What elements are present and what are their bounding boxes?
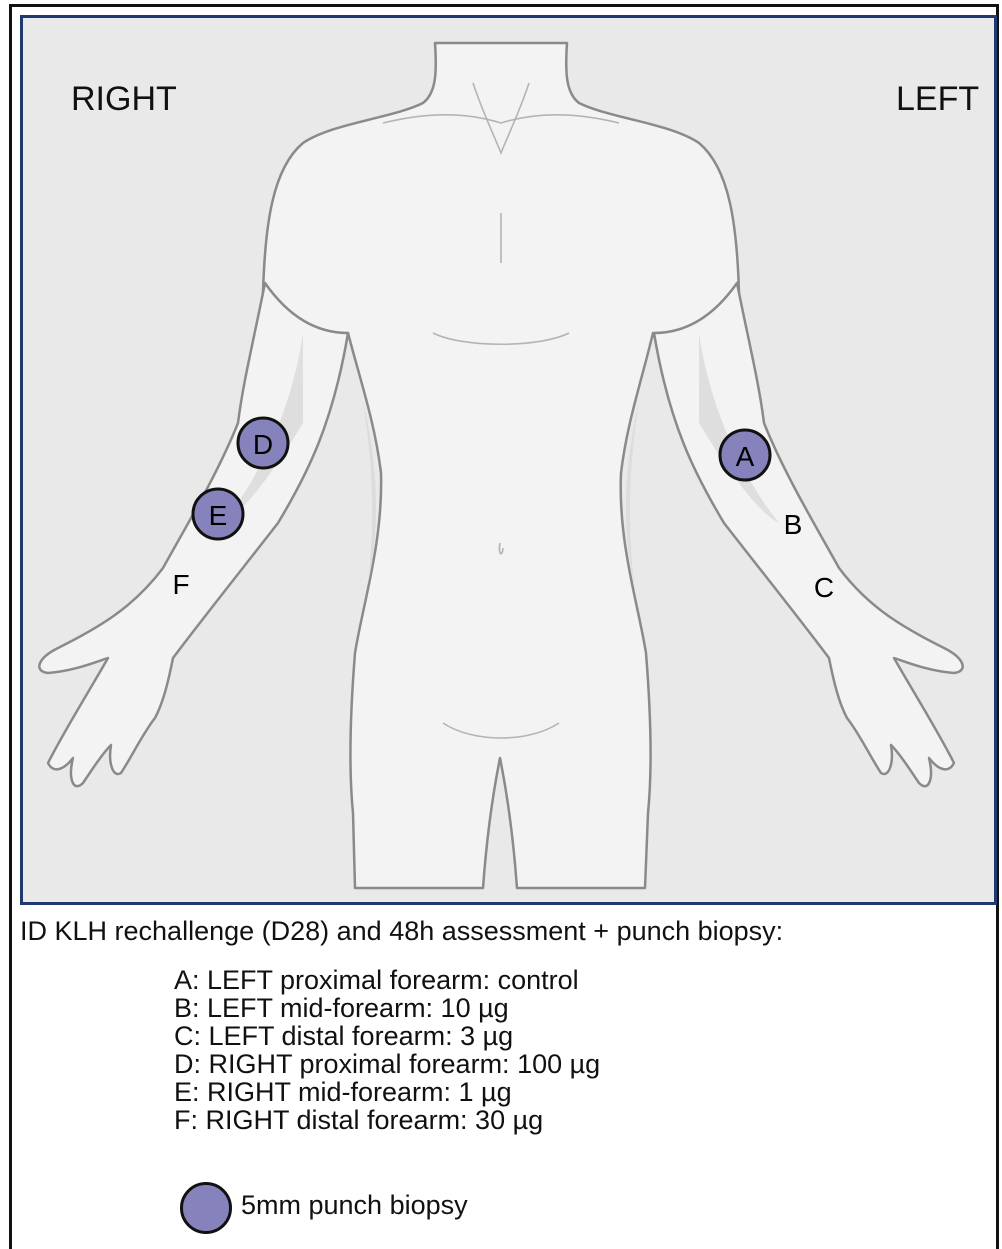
legend-item-f: F: RIGHT distal forearm: 30 µg bbox=[174, 1106, 600, 1134]
site-legend: A: LEFT proximal forearm: control B: LEF… bbox=[174, 966, 600, 1134]
legend-item-d: D: RIGHT proximal forearm: 100 µg bbox=[174, 1050, 600, 1078]
site-C-marker: C bbox=[814, 572, 834, 603]
legend-item-a: A: LEFT proximal forearm: control bbox=[174, 966, 600, 994]
site-D-label: D bbox=[253, 429, 273, 460]
site-A-marker: A bbox=[720, 430, 770, 480]
site-F-label: F bbox=[172, 569, 189, 600]
legend-item-e: E: RIGHT mid-forearm: 1 µg bbox=[174, 1078, 600, 1106]
biopsy-key-label: 5mm punch biopsy bbox=[241, 1190, 468, 1221]
figure-caption: ID KLH rechallenge (D28) and 48h assessm… bbox=[20, 916, 783, 947]
site-B-marker: B bbox=[784, 509, 803, 540]
legend-item-b: B: LEFT mid-forearm: 10 µg bbox=[174, 994, 600, 1022]
site-E-marker: E bbox=[193, 489, 243, 539]
site-B-label: B bbox=[784, 509, 803, 540]
site-F-marker: F bbox=[172, 569, 189, 600]
legend-item-c: C: LEFT distal forearm: 3 µg bbox=[174, 1022, 600, 1050]
site-E-label: E bbox=[209, 500, 228, 531]
biopsy-key-symbol bbox=[180, 1182, 232, 1234]
site-C-label: C bbox=[814, 572, 834, 603]
site-A-label: A bbox=[736, 441, 755, 472]
injection-site-markers: A B C D E F bbox=[0, 0, 1002, 900]
site-D-marker: D bbox=[238, 418, 288, 468]
